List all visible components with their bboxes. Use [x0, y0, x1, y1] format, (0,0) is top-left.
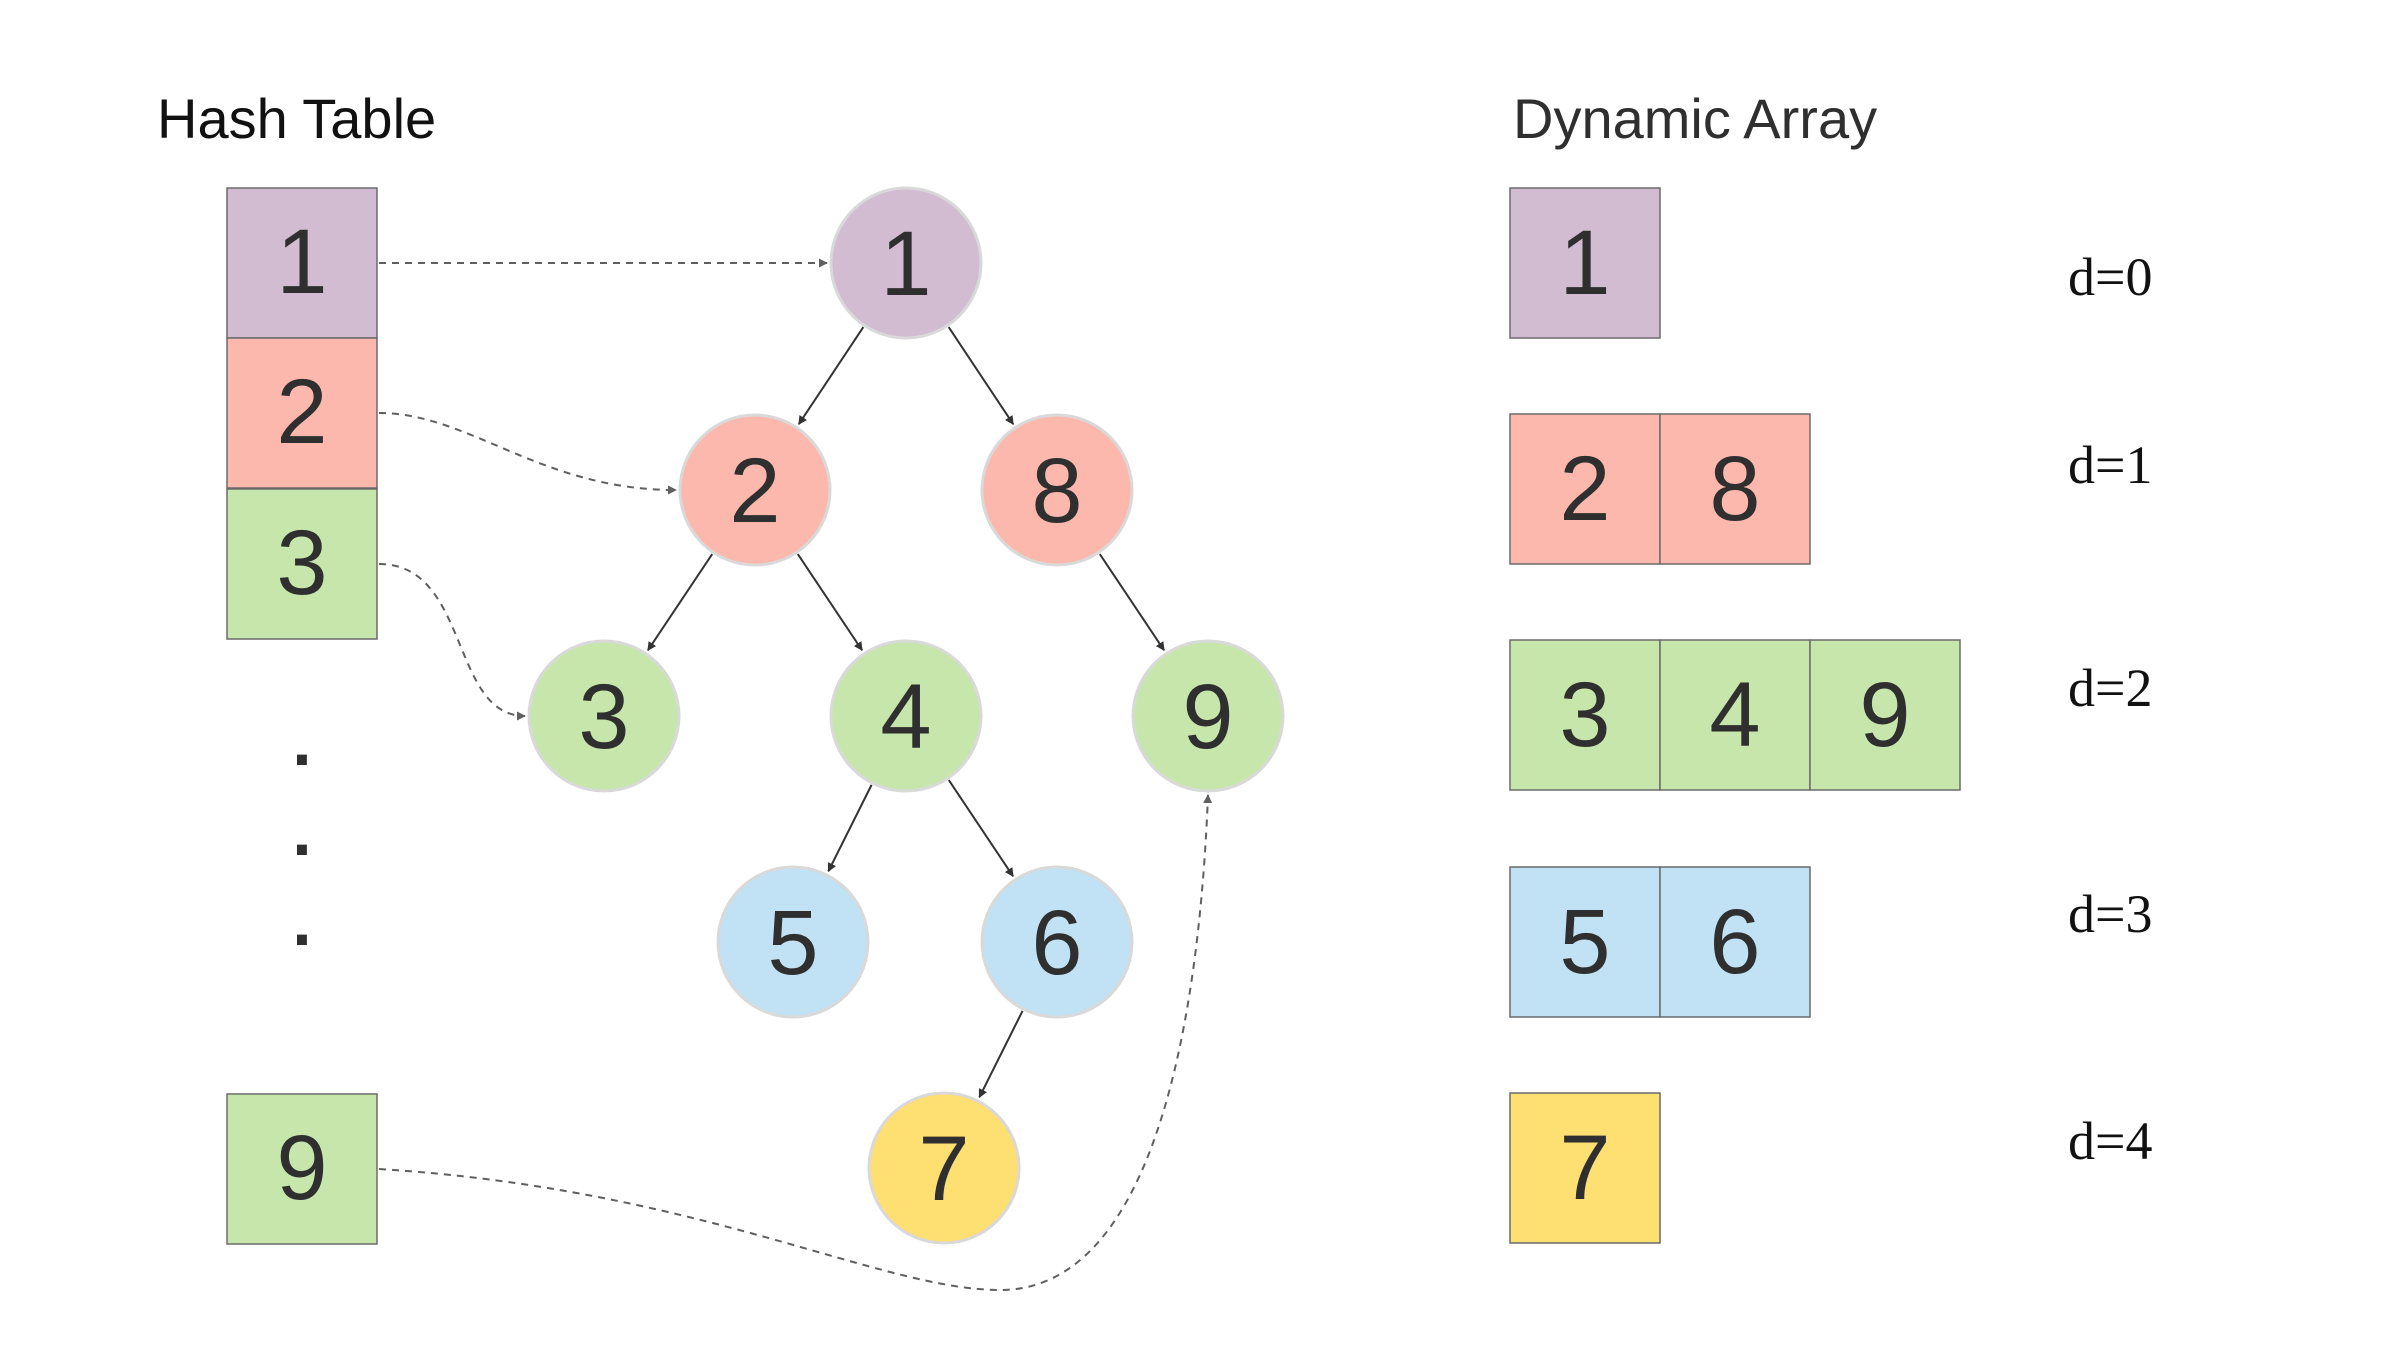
hash-cell-box — [226, 187, 378, 339]
tree-node-circle — [678, 413, 832, 567]
tree-node-2: 2 — [678, 413, 832, 567]
array-cell-5: 5 — [1559, 891, 1610, 993]
tree-node-label: 3 — [578, 666, 629, 768]
tree-node-6: 6 — [980, 865, 1134, 1019]
hash-table: 1 2 3 9... — [226, 187, 378, 1245]
array-cell-box — [1509, 639, 1661, 791]
ellipsis-dot: . — [292, 792, 311, 870]
tree-node-label: 4 — [880, 666, 931, 768]
tree-node-3: 3 — [527, 639, 681, 793]
depth-label: d=2 — [2068, 658, 2152, 718]
tree-node-label: 1 — [880, 213, 931, 315]
tree-node-circle — [829, 639, 983, 793]
tree-node-circle — [829, 186, 983, 340]
array-cell-1: 1 — [1559, 212, 1610, 314]
tree-edge-2-3 — [647, 553, 714, 652]
array-row-d0: 1 d=0 — [1509, 187, 2152, 339]
tree-edge-1-8 — [947, 326, 1015, 425]
hash-cell-box — [226, 488, 378, 640]
tree-node-label: 7 — [918, 1118, 969, 1220]
pointer-2-to-node-2 — [378, 412, 677, 495]
pointer-3-to-node-3 — [378, 563, 526, 721]
hash-cell-label: 3 — [276, 512, 327, 614]
tree-node-circle — [716, 865, 870, 1019]
hash-cell-label: 9 — [276, 1117, 327, 1219]
pointer-9-to-node-9 — [378, 794, 1213, 1292]
array-cell-2: 2 — [1559, 438, 1610, 540]
tree-node-4: 4 — [829, 639, 983, 793]
tree-node-label: 8 — [1031, 440, 1082, 542]
array-cell-3: 3 — [1559, 664, 1610, 766]
tree-edge-4-6 — [947, 779, 1014, 878]
depth-label: d=3 — [2068, 884, 2152, 944]
tree-edge-8-9 — [1098, 553, 1165, 652]
array-cell-box — [1659, 413, 1811, 565]
tree-node-circle — [527, 639, 681, 793]
tree-node-circle — [980, 413, 1134, 567]
array-cell-box — [1509, 866, 1661, 1018]
array-cell-box — [1509, 187, 1661, 339]
array-cell-9: 9 — [1859, 664, 1910, 766]
tree-node-1: 1 — [829, 186, 983, 340]
tree-edge-6-7 — [978, 1010, 1024, 1099]
array-cell-8: 8 — [1709, 438, 1760, 540]
tree-node-label: 9 — [1182, 666, 1233, 768]
tree-edges — [647, 326, 1165, 1099]
depth-label: d=0 — [2068, 247, 2152, 307]
tree-node-circle — [867, 1091, 1021, 1245]
tree-node-label: 5 — [767, 892, 818, 994]
array-row-d4: 7 d=4 — [1509, 1092, 2152, 1244]
hash-cell-3: 3 — [226, 488, 378, 640]
tree-edge-2-4 — [796, 553, 863, 652]
array-cell-box — [1659, 639, 1811, 791]
array-cell-box — [1509, 413, 1661, 565]
tree-edge-1-2 — [797, 326, 865, 425]
hash-cell-box — [226, 1093, 378, 1245]
hash-cell-label: 2 — [276, 361, 327, 463]
hash-cell-9: 9 — [226, 1093, 378, 1245]
ellipsis-dot: . — [292, 882, 311, 960]
depth-label: d=1 — [2068, 435, 2152, 495]
tree-node-5: 5 — [716, 865, 870, 1019]
array-cell-4: 4 — [1709, 664, 1760, 766]
array-cell-box — [1809, 639, 1961, 791]
tree-node-circle — [980, 865, 1134, 1019]
depth-label: d=4 — [2068, 1111, 2152, 1171]
hash-cell-box — [226, 337, 378, 489]
array-cell-6: 6 — [1709, 891, 1760, 993]
hash-pointers — [378, 258, 1213, 1292]
tree-node-8: 8 — [980, 413, 1134, 567]
tree-node-label: 2 — [729, 440, 780, 542]
array-cell-box — [1659, 866, 1811, 1018]
hash-cell-label: 1 — [276, 211, 327, 313]
tree: 1 2 8 3 4 9 5 6 7 — [527, 186, 1285, 1245]
array-cell-box — [1509, 1092, 1661, 1244]
hash-table-title: Hash Table — [157, 87, 436, 150]
tree-node-label: 6 — [1031, 892, 1082, 994]
ellipsis-dot: . — [292, 702, 311, 780]
hash-cell-2: 2 — [226, 337, 378, 489]
dynamic-array-title: Dynamic Array — [1513, 87, 1877, 150]
tree-node-9: 9 — [1131, 639, 1285, 793]
hash-cell-1: 1 — [226, 187, 378, 339]
tree-node-7: 7 — [867, 1091, 1021, 1245]
tree-edge-4-5 — [827, 784, 873, 873]
array-cell-7: 7 — [1559, 1117, 1610, 1219]
tree-node-circle — [1131, 639, 1285, 793]
